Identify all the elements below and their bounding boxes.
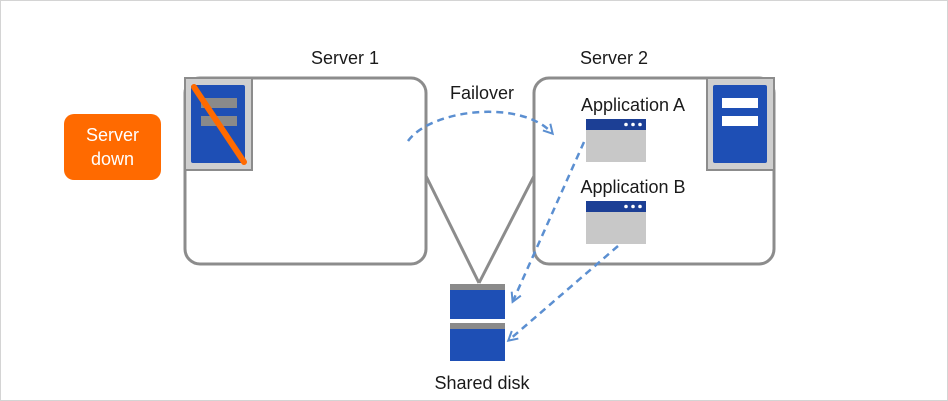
application-a-label: Application A xyxy=(581,95,685,115)
application-b-window-icon xyxy=(586,201,646,244)
shared-disk-icon xyxy=(450,284,505,361)
server2-label: Server 2 xyxy=(580,48,648,68)
failover-label: Failover xyxy=(450,83,514,103)
app-a-to-disk-arrow xyxy=(513,141,586,301)
server-failed-icon xyxy=(184,77,253,171)
failover-arrow xyxy=(406,110,552,142)
shared-disk-label: Shared disk xyxy=(434,373,530,393)
server-down-line1: Server xyxy=(85,125,139,145)
application-b-label: Application B xyxy=(580,177,685,197)
application-a-window-icon xyxy=(586,119,646,162)
disk-connection-lines xyxy=(424,175,536,284)
server-down-badge: Server down xyxy=(64,114,161,180)
server1-label: Server 1 xyxy=(311,48,379,68)
server-icon xyxy=(706,77,775,171)
server-down-line2: down xyxy=(90,149,135,169)
